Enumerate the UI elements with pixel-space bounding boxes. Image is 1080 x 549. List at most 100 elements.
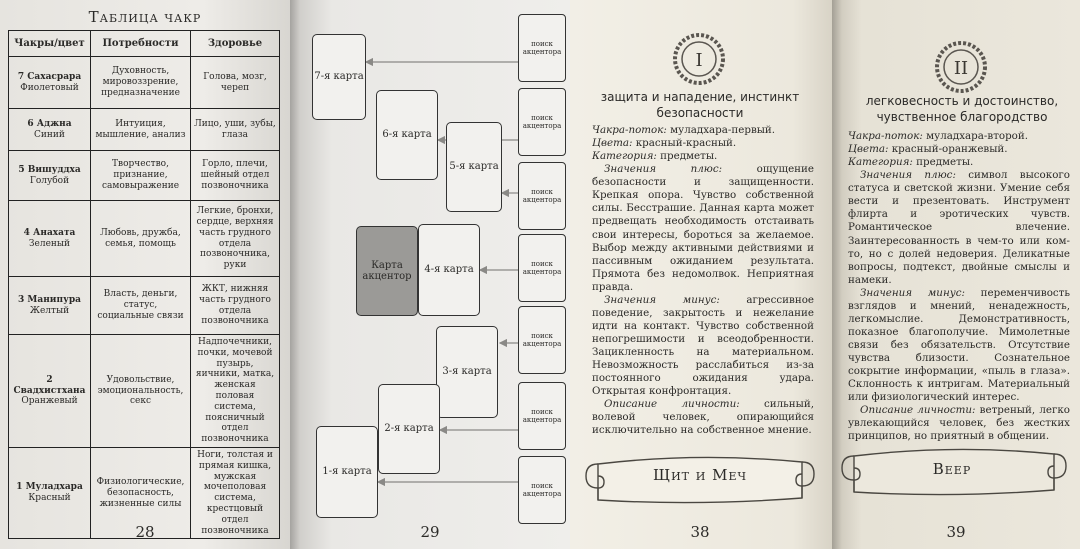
header-needs: Потребности	[90, 30, 191, 57]
chakra-color: Красный	[28, 493, 71, 504]
health-cell: Надпочечники, почки, мочевой пузырь, яич…	[190, 334, 280, 448]
chakra-name: 5 Вишуддха	[18, 164, 81, 175]
card-6: 6-я карта	[376, 90, 438, 180]
chakra-color: Синий	[34, 129, 65, 140]
chakra-name: 4 Анахата	[23, 227, 76, 238]
chakra-color: Фиолетовый	[20, 82, 79, 93]
side-card-1: поиск акцентора	[518, 456, 566, 524]
chakra-name: 7 Сахасрара	[17, 71, 82, 82]
flow-label: Чакра-поток:	[592, 124, 667, 136]
page-29: 7-я карта 6-я карта 5-я карта Карта акце…	[290, 0, 570, 549]
person-label: Описание личности:	[604, 398, 740, 411]
flow-label: Чакра-поток:	[848, 130, 923, 142]
person-value: сильный, волевой человек, опирающийся ис…	[592, 398, 814, 437]
scroll-banner-icon	[585, 456, 815, 504]
health-cell: Горло, плечи, шейный отдел позвоночника	[190, 150, 280, 201]
needs-cell: Власть, деньги, статус, социальные связи	[90, 276, 191, 335]
chakra-name: 3 Манипура	[18, 294, 81, 305]
chakra-color: Голубой	[29, 175, 70, 186]
category-value: предметы.	[912, 156, 974, 169]
health-cell: Голова, мозг, череп	[190, 56, 280, 109]
card-heading: защита и нападение, инстинкт безопасност…	[600, 90, 800, 120]
plus-value: символ высокого статуса и светской жизни…	[848, 169, 1070, 286]
side-card-5: поиск акцентора	[518, 162, 566, 230]
table-header-row: Чакры/цвет Потребности Здоровье	[8, 30, 280, 57]
minus-label: Значения минус:	[604, 293, 720, 306]
table-title: Таблица чакр	[88, 8, 202, 26]
card-7: 7-я карта	[312, 34, 366, 120]
card-2: 2-я карта	[378, 384, 440, 474]
page-39: II легковесность и достоинство, чувствен…	[832, 0, 1080, 549]
card-3: 3-я карта	[436, 326, 498, 418]
card-4: 4-я карта	[418, 224, 480, 316]
scroll-banner-icon	[841, 448, 1067, 496]
page-28: Таблица чакр Чакры/цвет Потребности Здор…	[0, 0, 290, 549]
minus-value: агрессивное поведение, закрытость и неже…	[592, 293, 814, 398]
health-cell: Лицо, уши, зубы, глаза	[190, 108, 280, 151]
card-5: 5-я карта	[446, 122, 502, 212]
needs-cell: Духовность, мировоззрение, предназначени…	[90, 56, 191, 109]
colors-value: красный-оранжевый.	[888, 143, 1008, 156]
chakra-name: 1 Муладхара	[16, 482, 83, 493]
needs-cell: Интуиция, мышление, анализ	[90, 108, 191, 151]
plus-label: Значения плюс:	[860, 169, 956, 182]
card-description: Чакра-поток: муладхара-первый. Цвета: кр…	[592, 124, 814, 438]
needs-cell: Удовольствие, эмоциональность, секс	[90, 334, 191, 448]
colors-value: красный-красный.	[632, 137, 737, 150]
category-value: предметы.	[656, 150, 718, 163]
header-chakra: Чакры/цвет	[8, 30, 91, 57]
colors-label: Цвета:	[848, 143, 889, 156]
side-card-4: поиск акцентора	[518, 234, 566, 302]
chakra-color: Желтый	[29, 305, 70, 316]
person-value: ветреный, легко увлекающийся человек, бе…	[848, 404, 1070, 443]
page-number: 39	[946, 523, 966, 541]
needs-cell: Любовь, дружба, семья, помощь	[90, 200, 191, 277]
chakra-table: Чакры/цвет Потребности Здоровье 7 Сахаср…	[8, 30, 280, 540]
side-card-3: поиск акцентора	[518, 306, 566, 374]
card-description: Чакра-поток: муладхара-второй. Цвета: кр…	[848, 130, 1070, 444]
diagram-arrows	[364, 57, 518, 487]
needs-cell: Творчество, признание, самовыражение	[90, 150, 191, 201]
chakra-name: 6 Аджна	[27, 118, 72, 129]
page-number: 28	[135, 523, 155, 541]
scroll-title: Щит и Меч	[652, 466, 748, 484]
colors-label: Цвета:	[592, 137, 633, 150]
chakra-name: 2 Свадхистхана	[13, 374, 86, 396]
minus-label: Значения минус:	[860, 286, 965, 299]
emblem-numeral: I	[695, 50, 702, 71]
chakra-color: Зеленый	[28, 238, 71, 249]
side-card-6: поиск акцентора	[518, 88, 566, 156]
side-card-2: поиск акцентора	[518, 382, 566, 450]
health-cell: Ноги, толстая и прямая кишка, мужская мо…	[190, 446, 280, 540]
category-label: Категория:	[848, 156, 913, 169]
needs-cell: Физиологические, безопасность, жизненные…	[90, 446, 191, 540]
header-health: Здоровье	[190, 30, 280, 57]
card-1: 1-я карта	[316, 426, 378, 518]
health-cell: ЖКТ, нижняя часть грудного отдела позвон…	[190, 276, 280, 335]
card-focus: Карта акцентор	[356, 226, 418, 316]
page-38: I защита и нападение, инстинкт безопасно…	[570, 0, 832, 549]
page-number: 29	[420, 523, 440, 541]
plus-label: Значения плюс:	[604, 163, 723, 176]
card-heading: легковесность и достоинство, чувственное…	[865, 94, 1059, 124]
category-label: Категория:	[592, 150, 657, 163]
person-label: Описание личности:	[860, 404, 976, 417]
wreath-emblem-icon: I	[673, 33, 725, 85]
wreath-emblem-icon: II	[935, 41, 987, 93]
health-cell: Легкие, бронхи, сердце, верхняя часть гр…	[190, 200, 280, 277]
scroll-title: Веер	[932, 460, 972, 478]
